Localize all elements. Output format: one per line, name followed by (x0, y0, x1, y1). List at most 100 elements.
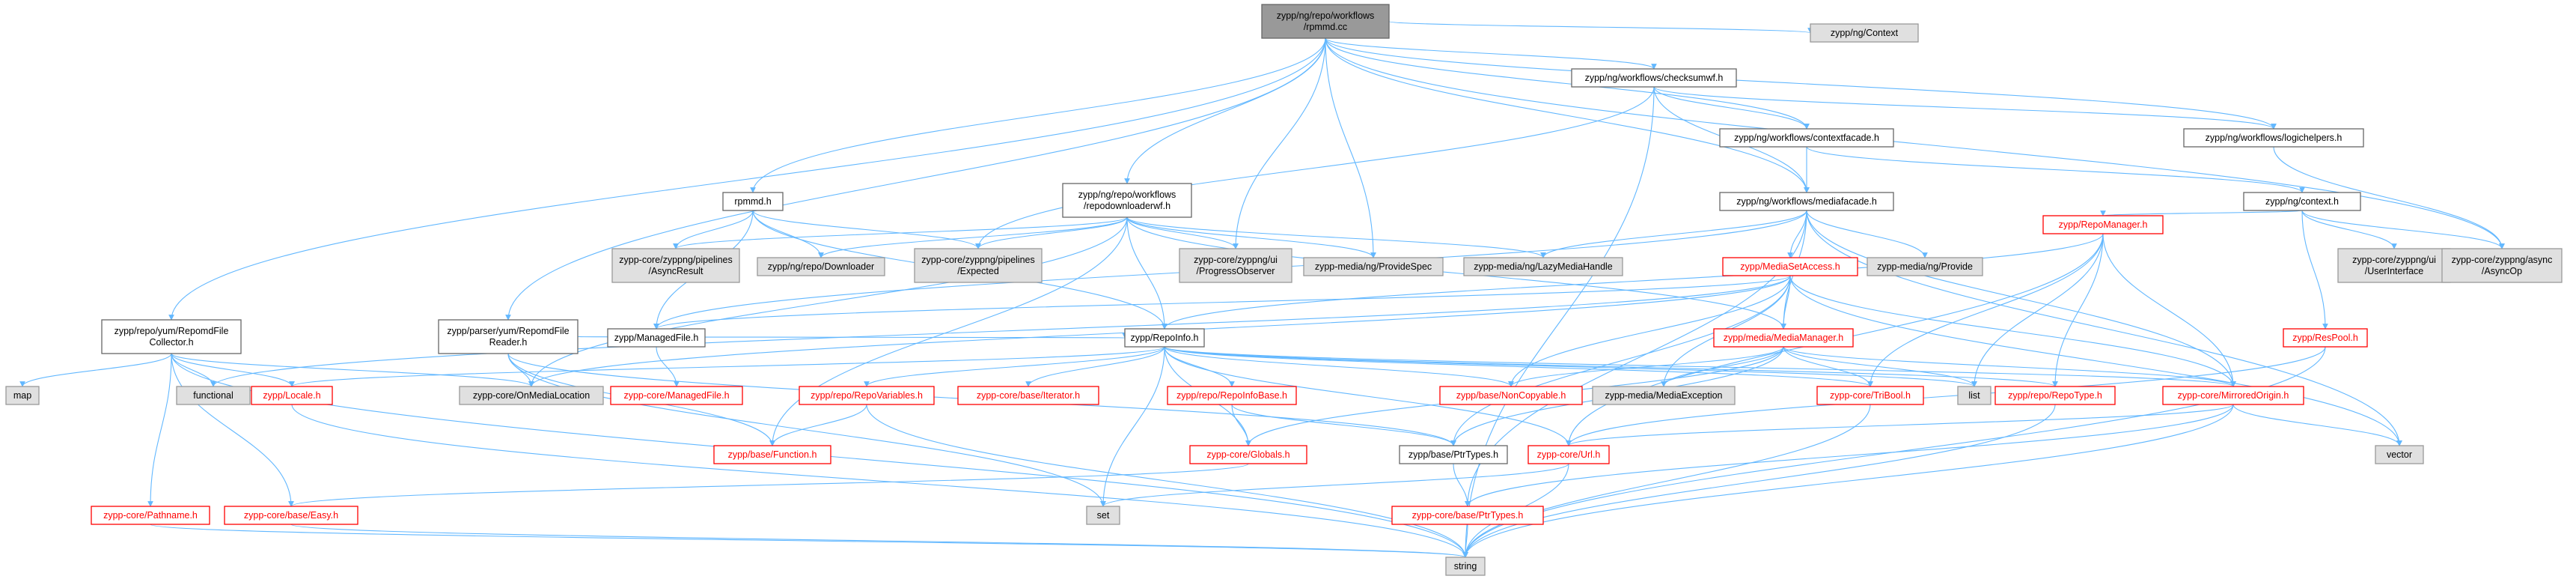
node-box (1994, 386, 2116, 405)
edge-reader-to-set (507, 353, 1106, 507)
edge-mirroredorigin-to-url (1566, 404, 2234, 446)
node-ptrtypes_core[interactable]: zypp-core/base/PtrTypes.h (1391, 506, 1544, 525)
dependency-nodes: zypp/ng/repo/workflows/rpmmd.cczypp/ng/C… (5, 4, 2563, 576)
node-label-line: zypp-core/Url.h (1537, 449, 1601, 460)
node-label-line: zypp/repo/RepoVariables.h (811, 390, 923, 401)
node-box (1439, 386, 1583, 405)
edge-root-to-rpmmd (750, 37, 1326, 193)
node-label-line: /AsyncResult (649, 266, 703, 276)
node-label-line: set (1097, 510, 1110, 521)
node-iterator[interactable]: zypp-core/base/Iterator.h (957, 386, 1099, 405)
node-label-line: /Expected (957, 266, 999, 276)
edge-rpmmd-to-expected (752, 210, 981, 249)
edge-repodownloaderwf-to-downloader (818, 216, 1128, 258)
node-ngcontext[interactable]: zypp/ng/context.h (2243, 192, 2361, 211)
node-string: string (1445, 557, 1486, 576)
node-label-line: zypp-media/ng/Provide (1877, 261, 1973, 272)
node-box (2283, 328, 2368, 348)
node-repomanager[interactable]: zypp/RepoManager.h (2042, 215, 2164, 234)
node-mediasetaccess[interactable]: zypp/MediaSetAccess.h (1722, 257, 1858, 276)
node-box (713, 445, 831, 464)
node-respool[interactable]: zypp/ResPool.h (2283, 328, 2368, 348)
node-label-line: zypp/ng/repo/Downloader (768, 261, 874, 272)
node-ptrtypes_base[interactable]: zypp/base/PtrTypes.h (1399, 445, 1508, 464)
edge-repomanager-to-repotype (2052, 233, 2104, 387)
node-label-line: zypp-core/zyppng/pipelines (921, 255, 1034, 265)
node-tribool[interactable]: zypp-core/TriBool.h (1816, 386, 1924, 405)
edge-mediasetaccess-to-managedfile (653, 275, 1791, 330)
node-label-line: vector (2387, 449, 2412, 460)
node-label-line: zypp/base/PtrTypes.h (1408, 449, 1498, 460)
node-label-line: zypp/ng/repo/workflows (1078, 190, 1176, 200)
node-root[interactable]: zypp/ng/repo/workflows/rpmmd.cc (1261, 4, 1390, 39)
node-label-line: zypp/base/Function.h (728, 449, 817, 460)
node-label-line: zypp/RepoManager.h (2059, 219, 2148, 230)
node-box (1399, 445, 1508, 464)
node-expected: zypp-core/zyppng/pipelines/Expected (914, 248, 1043, 283)
node-repodownloaderwf[interactable]: zypp/ng/repo/workflows/repodownloaderwf.… (1062, 183, 1192, 218)
node-mediamanager[interactable]: zypp/media/MediaManager.h (1713, 328, 1854, 348)
node-function[interactable]: zypp/base/Function.h (713, 445, 831, 464)
node-box (2441, 248, 2563, 283)
edge-checksumwf-to-contextfacade (1653, 86, 1810, 130)
edge-collector-to-onmedialocation (171, 353, 534, 387)
node-box (1261, 4, 1390, 39)
node-managedfile_core[interactable]: zypp-core/ManagedFile.h (610, 386, 743, 405)
node-repovariables[interactable]: zypp/repo/RepoVariables.h (799, 386, 935, 405)
node-box (610, 386, 743, 405)
node-box (5, 386, 40, 405)
node-label-line: zypp/ManagedFile.h (614, 333, 699, 343)
node-url[interactable]: zypp-core/Url.h (1527, 445, 1610, 464)
edge-repomanager-to-mirroredorigin (2102, 233, 2236, 387)
node-label-line: zypp/ng/context.h (2265, 196, 2339, 207)
node-checksumwf[interactable]: zypp/ng/workflows/checksumwf.h (1571, 68, 1737, 88)
node-label-line: zypp-core/base/Iterator.h (977, 390, 1080, 401)
node-easy[interactable]: zypp-core/base/Easy.h (224, 506, 358, 525)
edge-repovariables-to-string (866, 404, 1468, 558)
edge-root-to-contextfacade (1325, 37, 1810, 130)
node-repoinfobase[interactable]: zypp/repo/RepoInfoBase.h (1167, 386, 1297, 405)
node-label-line: zypp-core/Pathname.h (103, 510, 198, 521)
node-box (1179, 248, 1292, 283)
edge-collector-to-easy (171, 353, 294, 507)
edge-logichelpers-to-asyncop (2273, 146, 2505, 249)
node-noncopyable[interactable]: zypp/base/NonCopyable.h (1439, 386, 1583, 405)
edge-root-to-context_ext (1388, 20, 1813, 34)
node-box (2042, 215, 2164, 234)
edge-root-to-mediafacade (1325, 37, 1810, 193)
node-contextfacade[interactable]: zypp/ng/workflows/contextfacade.h (1719, 128, 1894, 148)
edge-repodownloaderwf-to-mediamanager (1126, 216, 1786, 330)
node-label-line: zypp-core/zyppng/async (2452, 255, 2553, 265)
node-globals[interactable]: zypp-core/Globals.h (1189, 445, 1307, 464)
node-logichelpers[interactable]: zypp/ng/workflows/logichelpers.h (2183, 128, 2364, 148)
node-downloader: zypp/ng/repo/Downloader (757, 257, 885, 276)
node-label-line: zypp/ng/workflows/mediafacade.h (1736, 196, 1877, 207)
node-managedfile[interactable]: zypp/ManagedFile.h (607, 328, 706, 348)
node-box (1719, 128, 1894, 148)
node-box (1810, 23, 1919, 43)
node-map: map (5, 386, 40, 405)
node-repotype[interactable]: zypp/repo/RepoType.h (1994, 386, 2116, 405)
node-locale[interactable]: zypp/Locale.h (251, 386, 333, 405)
node-box (1713, 328, 1854, 348)
node-lazymediahandle: zypp-media/ng/LazyMediaHandle (1463, 257, 1623, 276)
node-box (757, 257, 885, 276)
node-mirroredorigin[interactable]: zypp-core/MirroredOrigin.h (2162, 386, 2304, 405)
node-pathname[interactable]: zypp-core/Pathname.h (91, 506, 210, 525)
node-mediafacade[interactable]: zypp/ng/workflows/mediafacade.h (1719, 192, 1894, 211)
edge-url-to-set (1100, 463, 1569, 507)
node-rpmmd[interactable]: rpmmd.h (722, 192, 784, 211)
edge-globals-to-easy (288, 463, 1249, 507)
edge-mirroredorigin-to-string (1462, 404, 2234, 558)
node-label-line: zypp-core/zyppng/ui (2352, 255, 2436, 265)
node-repoinfo[interactable]: zypp/RepoInfo.h (1124, 328, 1205, 348)
node-label-line: zypp-media/MediaException (1605, 390, 1722, 401)
edge-repoinfo-to-repotype (1164, 346, 2058, 387)
node-box (1189, 445, 1307, 464)
edge-checksumwf-to-string (1462, 86, 1655, 558)
edge-mediasetaccess-to-noncopyable (1508, 275, 1791, 387)
node-label-line: /AsyncOp (2482, 266, 2522, 276)
node-providespec: zypp-media/ng/ProvideSpec (1303, 257, 1444, 276)
